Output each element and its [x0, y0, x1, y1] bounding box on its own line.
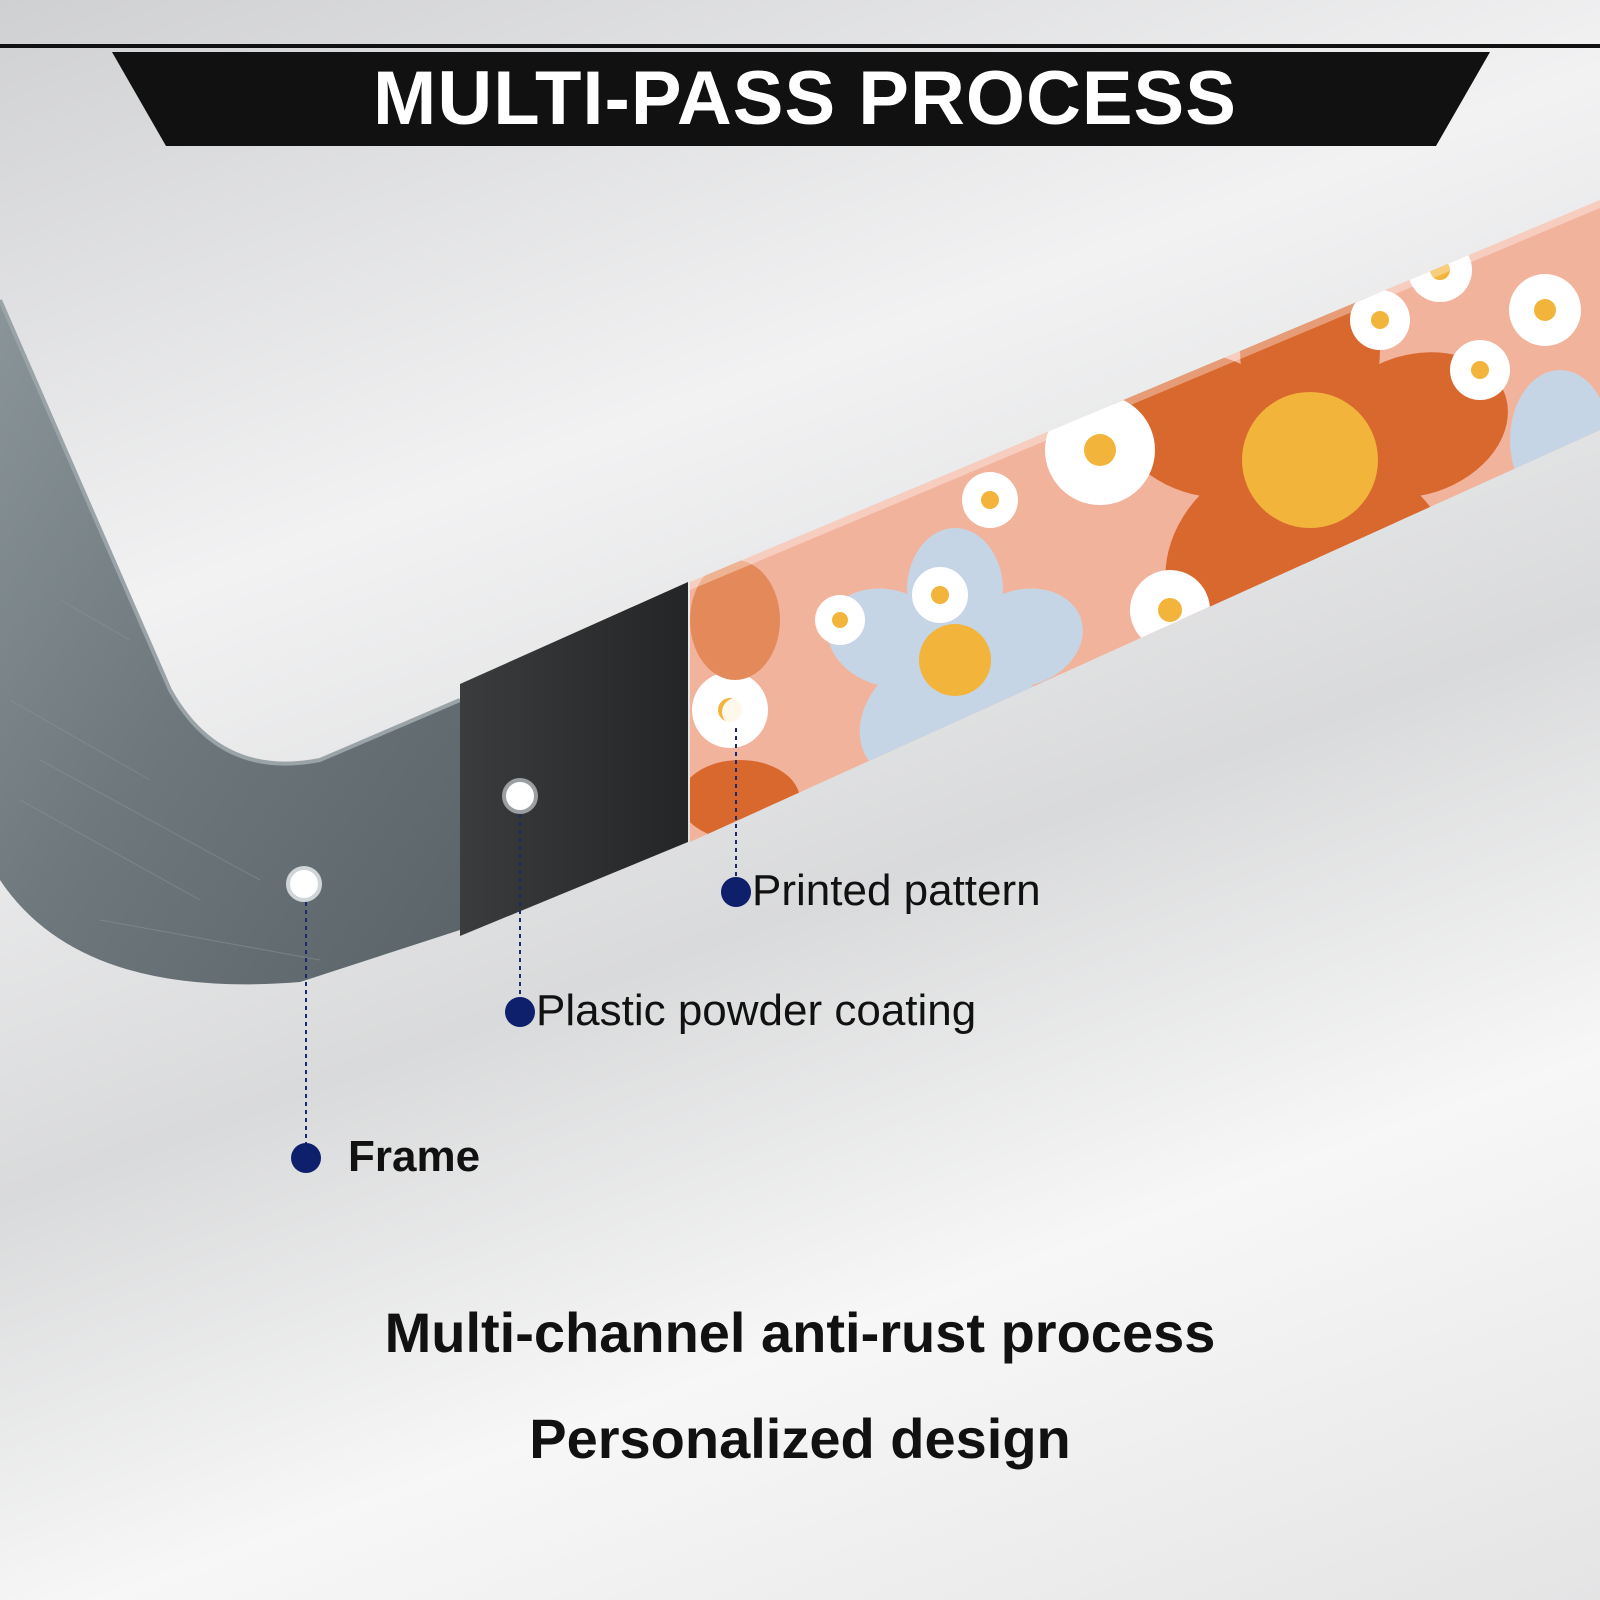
frame-metal [0, 300, 460, 985]
callout-label-powder-coating: Plastic powder coating [536, 986, 977, 1035]
callout-label-printed-pattern: Printed pattern [752, 866, 1041, 915]
title-banner [112, 52, 1490, 146]
coating-segment [460, 582, 688, 936]
frame-hole [286, 866, 322, 902]
pattern-callout-dot [721, 877, 751, 907]
banner-title: MULTI-PASS PROCESS [373, 55, 1237, 141]
frame-callout-dot [291, 1143, 321, 1173]
caption-personalized-design: Personalized design [529, 1407, 1071, 1470]
pattern-hole [722, 698, 750, 726]
coating-callout-dot [505, 997, 535, 1027]
callout-label-frame: Frame [348, 1132, 481, 1181]
coating-hole [502, 778, 538, 814]
top-rule [0, 44, 1600, 48]
caption-anti-rust: Multi-channel anti-rust process [384, 1301, 1216, 1364]
frame-edge [0, 299, 461, 766]
